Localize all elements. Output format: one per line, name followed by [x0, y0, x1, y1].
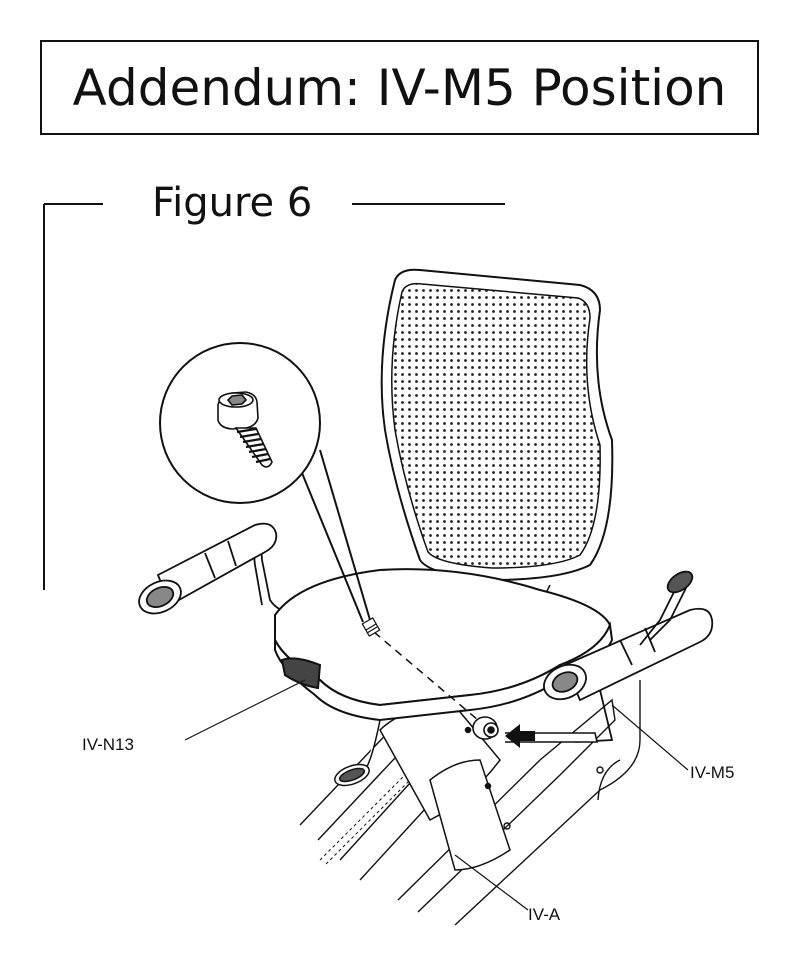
insert-arrow-icon	[505, 724, 535, 748]
callout-iv-a: IV-A	[528, 905, 561, 924]
right-handlebar-icon	[543, 570, 714, 743]
backrest-icon	[380, 268, 614, 606]
page-title: Addendum: IV-M5 Position	[72, 58, 727, 117]
leader-lines	[184, 679, 689, 911]
figure-bracket	[43, 203, 505, 590]
left-handlebar-icon	[138, 522, 301, 615]
alignment-dash	[373, 631, 479, 721]
callout-iv-n13: IV-N13	[82, 735, 134, 754]
bolt-icon	[217, 391, 273, 468]
callout-iv-m5: IV-M5	[690, 763, 735, 782]
frame-tube	[379, 699, 511, 871]
seat-icon	[274, 568, 614, 722]
left-pedal-icon	[334, 719, 381, 787]
title-box: Addendum: IV-M5 Position	[40, 40, 759, 135]
base-frame-icon	[299, 680, 641, 926]
small-screw-icon	[361, 617, 381, 637]
figure-label: Figure 6	[152, 180, 313, 226]
